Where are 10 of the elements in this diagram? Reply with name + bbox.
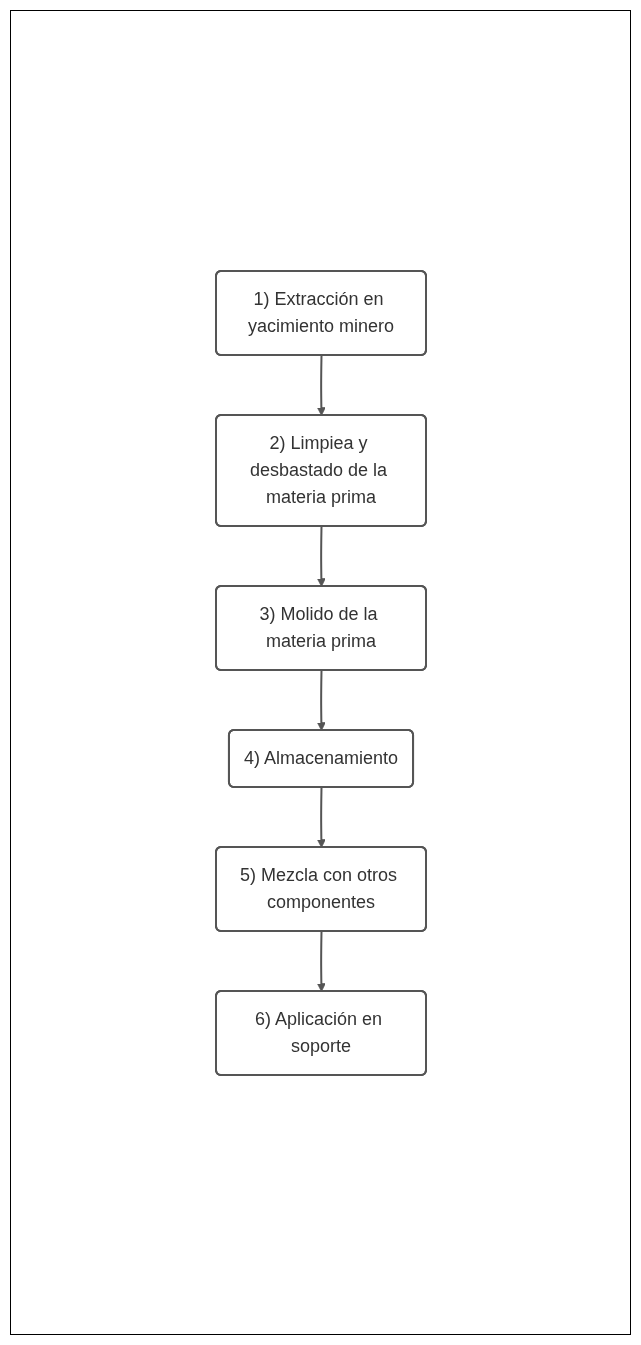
- node-text: 3) Molido de la materia prima: [258, 603, 378, 651]
- arrow: [316, 930, 326, 992]
- node-text: 1) Extracción en yacimiento minero: [247, 288, 394, 336]
- arrow: [316, 354, 326, 416]
- arrow: [316, 669, 326, 731]
- node-text: 6) Aplicación en soporte: [254, 1008, 382, 1056]
- node-text: 5) Mezcla con otros componentes: [239, 864, 397, 912]
- arrow: [316, 786, 326, 848]
- node-text: 2) Limpiea y desbastado de la materia prima: [249, 432, 387, 507]
- arrow: [316, 525, 326, 587]
